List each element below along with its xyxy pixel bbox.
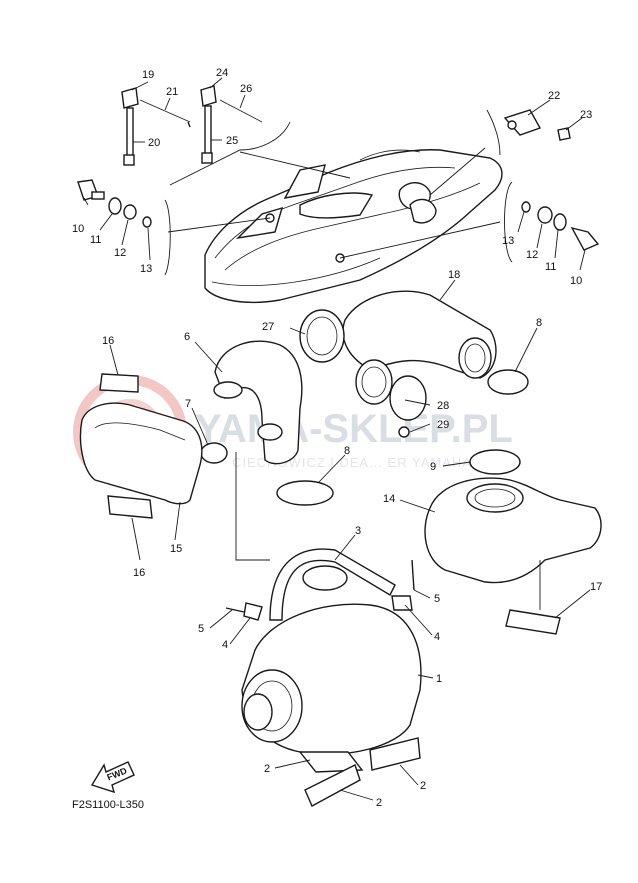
bracket-set <box>503 109 571 141</box>
fitting-set-left <box>77 179 152 228</box>
callout-10-right: 10 <box>570 275 582 287</box>
callout-28: 28 <box>437 400 449 412</box>
callout-14: 14 <box>383 493 395 505</box>
mount-bolts <box>225 559 415 621</box>
callout-12-right: 12 <box>526 249 538 261</box>
callout-8-mid: 8 <box>344 445 350 457</box>
callout-23: 23 <box>580 109 592 121</box>
callout-8-top: 8 <box>536 317 542 329</box>
callout-1: 1 <box>436 673 442 685</box>
callout-2-bottom: 2 <box>376 797 382 809</box>
hose-clamps <box>276 369 529 506</box>
callout-3: 3 <box>355 525 361 537</box>
callout-16-top: 16 <box>102 335 114 347</box>
callout-4-left: 4 <box>222 639 228 651</box>
fitting-set-right <box>521 201 600 251</box>
heat-shields <box>298 737 421 807</box>
callout-15: 15 <box>170 543 182 555</box>
callout-13-left: 13 <box>140 263 152 275</box>
callout-labels: 19 21 20 24 26 25 22 23 10 11 12 13 13 1… <box>72 67 602 809</box>
watercraft-hull <box>204 149 503 304</box>
callout-4-right: 4 <box>434 631 440 643</box>
air-box-15 <box>79 373 203 519</box>
callout-7: 7 <box>185 398 191 410</box>
watermark-brand: YAMA-SKLEP.PL <box>195 407 513 451</box>
diagram-code: F2S1100-L350 <box>72 799 144 811</box>
callout-22: 22 <box>548 90 560 102</box>
duct-18 <box>342 290 497 379</box>
main-muffler-1 <box>241 603 422 755</box>
callout-25: 25 <box>226 135 238 147</box>
callout-5-left: 5 <box>198 623 204 635</box>
callout-20: 20 <box>148 137 160 149</box>
callout-6: 6 <box>184 331 190 343</box>
callout-12-left: 12 <box>114 247 126 259</box>
callout-5-right: 5 <box>434 593 440 605</box>
muffler-14 <box>424 477 602 635</box>
hull-leader-lines <box>164 109 513 276</box>
callout-21: 21 <box>166 86 178 98</box>
callout-27: 27 <box>262 321 274 333</box>
callout-9: 9 <box>430 461 436 473</box>
callout-10-left: 10 <box>72 223 84 235</box>
callout-18: 18 <box>448 269 460 281</box>
callout-29: 29 <box>437 419 449 431</box>
reference-lines <box>235 452 541 610</box>
callout-13-right: 13 <box>502 235 514 247</box>
forward-arrow: FWD <box>90 761 135 794</box>
fwd-arrow-icon <box>90 761 135 794</box>
callout-2-right: 2 <box>420 780 426 792</box>
callout-leaders <box>83 77 591 801</box>
callout-17: 17 <box>590 581 602 593</box>
ring-plate-set <box>299 309 427 438</box>
callout-11-right: 11 <box>545 261 556 273</box>
callout-26: 26 <box>240 83 252 95</box>
strap-3 <box>269 548 396 621</box>
callout-24: 24 <box>216 67 228 79</box>
callout-19: 19 <box>142 69 154 81</box>
elbow-duct-6 <box>200 340 303 465</box>
cable-tie-set <box>121 85 263 166</box>
callout-2-left: 2 <box>264 763 270 775</box>
callout-16-bottom: 16 <box>133 567 145 579</box>
callout-11-left: 11 <box>90 234 101 246</box>
